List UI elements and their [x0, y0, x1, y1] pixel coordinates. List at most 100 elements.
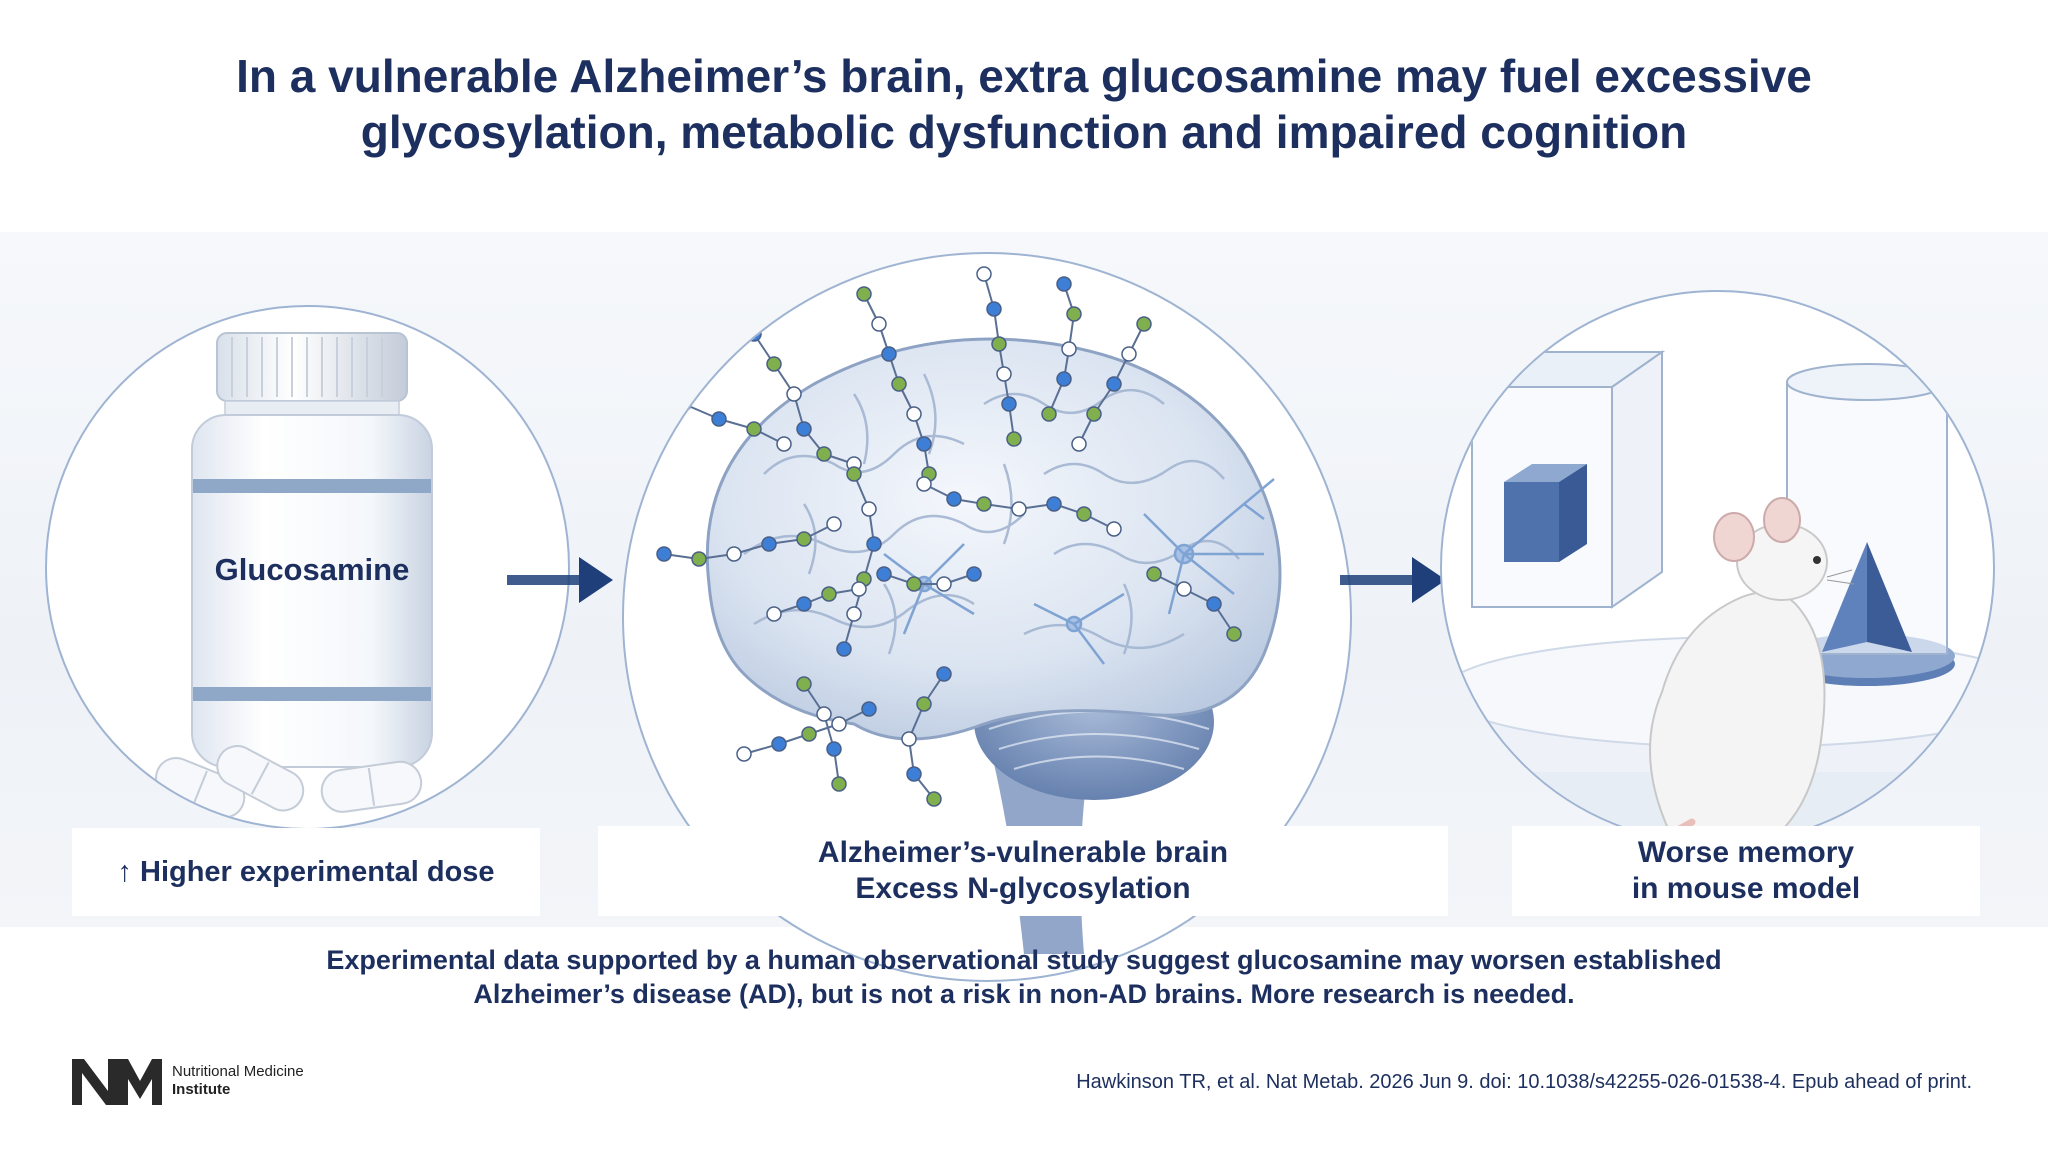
logo-wordmark: Nutritional Medicine Institute: [172, 1063, 304, 1099]
molecule-atom: [691, 551, 707, 567]
summary-text: Experimental data supported by a human o…: [0, 943, 2048, 1011]
molecule-atom: [726, 546, 742, 562]
logo-line-1: Nutritional Medicine: [172, 1063, 304, 1080]
molecule-atom: [866, 536, 882, 552]
molecule-atom: [796, 421, 812, 437]
molecule-atom: [871, 316, 887, 332]
cube-icon: [1468, 350, 1666, 609]
molecule-atom: [861, 701, 877, 717]
molecule-atom: [1106, 376, 1122, 392]
molecule-atom: [831, 776, 847, 792]
memory-caption-line-1: Worse memory: [1637, 836, 1855, 869]
molecule-atom: [966, 566, 982, 582]
molecule-atom: [801, 726, 817, 742]
molecule-atom: [766, 606, 782, 622]
molecule-atom: [816, 446, 832, 462]
molecule-atom: [856, 286, 872, 302]
molecule-atom: [816, 706, 832, 722]
molecule-atom: [1041, 406, 1057, 422]
logo-line-2: Institute: [172, 1081, 231, 1098]
molecule-atom: [846, 466, 862, 482]
nmi-logo: Nutritional Medicine Institute: [72, 1055, 304, 1107]
dose-caption: ↑ Higher experimental dose: [72, 828, 540, 916]
molecule-atom: [746, 421, 762, 437]
summary-line-2: Alzheimer’s disease (AD), but is not a r…: [473, 979, 1575, 1009]
citation: Hawkinson TR, et al. Nat Metab. 2026 Jun…: [1076, 1071, 1972, 1093]
molecule-atom: [821, 586, 837, 602]
molecule-atom: [846, 606, 862, 622]
mouse-icon: [1534, 497, 1855, 843]
molecule-atom: [976, 496, 992, 512]
molecule-atom: [976, 266, 992, 282]
memory-caption: Worse memory in mouse model: [1512, 826, 1980, 916]
brain-caption: Alzheimer’s-vulnerable brain Excess N-gl…: [598, 826, 1448, 916]
molecule-atom: [826, 741, 842, 757]
molecule-atom: [906, 406, 922, 422]
molecule-atom: [836, 641, 852, 657]
right-arrow-icon: [507, 557, 613, 603]
molecule-atom: [771, 736, 787, 752]
molecule-atom: [946, 491, 962, 507]
molecule-atom: [1066, 306, 1082, 322]
molecule-atom: [906, 576, 922, 592]
molecule-atom: [861, 501, 877, 517]
molecule-atom: [1046, 496, 1062, 512]
molecule-atom: [926, 791, 942, 807]
molecule-atom: [1001, 396, 1017, 412]
neuron-icon: [883, 478, 1275, 665]
molecule-icon: [656, 266, 1242, 807]
molecule-atom: [1011, 501, 1027, 517]
infographic-title: In a vulnerable Alzheimer’s brain, extra…: [0, 48, 2048, 160]
molecule-atom: [831, 716, 847, 732]
molecule-atom: [776, 436, 792, 452]
molecule-atom: [796, 531, 812, 547]
molecule-atom: [891, 376, 907, 392]
molecule-atom: [1226, 626, 1242, 642]
molecule-atom: [936, 576, 952, 592]
molecule-atom: [746, 326, 762, 342]
molecule-atom: [1206, 596, 1222, 612]
molecule-atom: [936, 666, 952, 682]
bottle-icon: [155, 332, 433, 819]
molecule-atom: [766, 356, 782, 372]
molecule-atom: [1076, 506, 1092, 522]
molecule-atom: [916, 436, 932, 452]
molecule-atom: [906, 766, 922, 782]
molecule-atom: [1071, 436, 1087, 452]
molecule-atom: [881, 346, 897, 362]
summary-line-1: Experimental data supported by a human o…: [326, 945, 1722, 975]
molecule-atom: [1056, 276, 1072, 292]
brain-caption-line-2: Excess N-glycosylation: [855, 872, 1191, 905]
molecule-atom: [1086, 406, 1102, 422]
molecule-atom: [916, 476, 932, 492]
molecule-atom: [1121, 346, 1137, 362]
molecule-atom: [901, 731, 917, 747]
molecule-atom: [786, 386, 802, 402]
molecule-atom: [876, 566, 892, 582]
right-arrow-icon: [1340, 557, 1446, 603]
brain-caption-line-1: Alzheimer’s-vulnerable brain: [817, 836, 1229, 869]
title-line-2: glycosylation, metabolic dysfunction and…: [360, 106, 1688, 158]
molecule-atom: [1146, 566, 1162, 582]
molecule-atom: [1061, 341, 1077, 357]
memory-test-circle: [1440, 290, 1995, 845]
molecule-atom: [826, 516, 842, 532]
molecule-atom: [761, 536, 777, 552]
nmi-logo-icon: [72, 1059, 162, 1105]
molecule-atom: [736, 746, 752, 762]
molecule-atom: [676, 396, 692, 412]
molecule-atom: [851, 581, 867, 597]
molecule-atom: [711, 411, 727, 427]
brain-icon: [705, 337, 1282, 954]
molecule-atom: [1176, 581, 1192, 597]
title-line-1: In a vulnerable Alzheimer’s brain, extra…: [236, 50, 1812, 102]
molecule-atom: [1056, 371, 1072, 387]
memory-caption-line-2: in mouse model: [1631, 872, 1861, 905]
molecule-atom: [986, 301, 1002, 317]
molecule-atom: [1136, 316, 1152, 332]
molecule-atom: [1106, 521, 1122, 537]
molecule-atom: [796, 676, 812, 692]
object-recognition-scene: [1442, 350, 1993, 843]
dose-caption-text: ↑ Higher experimental dose: [117, 856, 495, 888]
molecule-atom: [996, 366, 1012, 382]
